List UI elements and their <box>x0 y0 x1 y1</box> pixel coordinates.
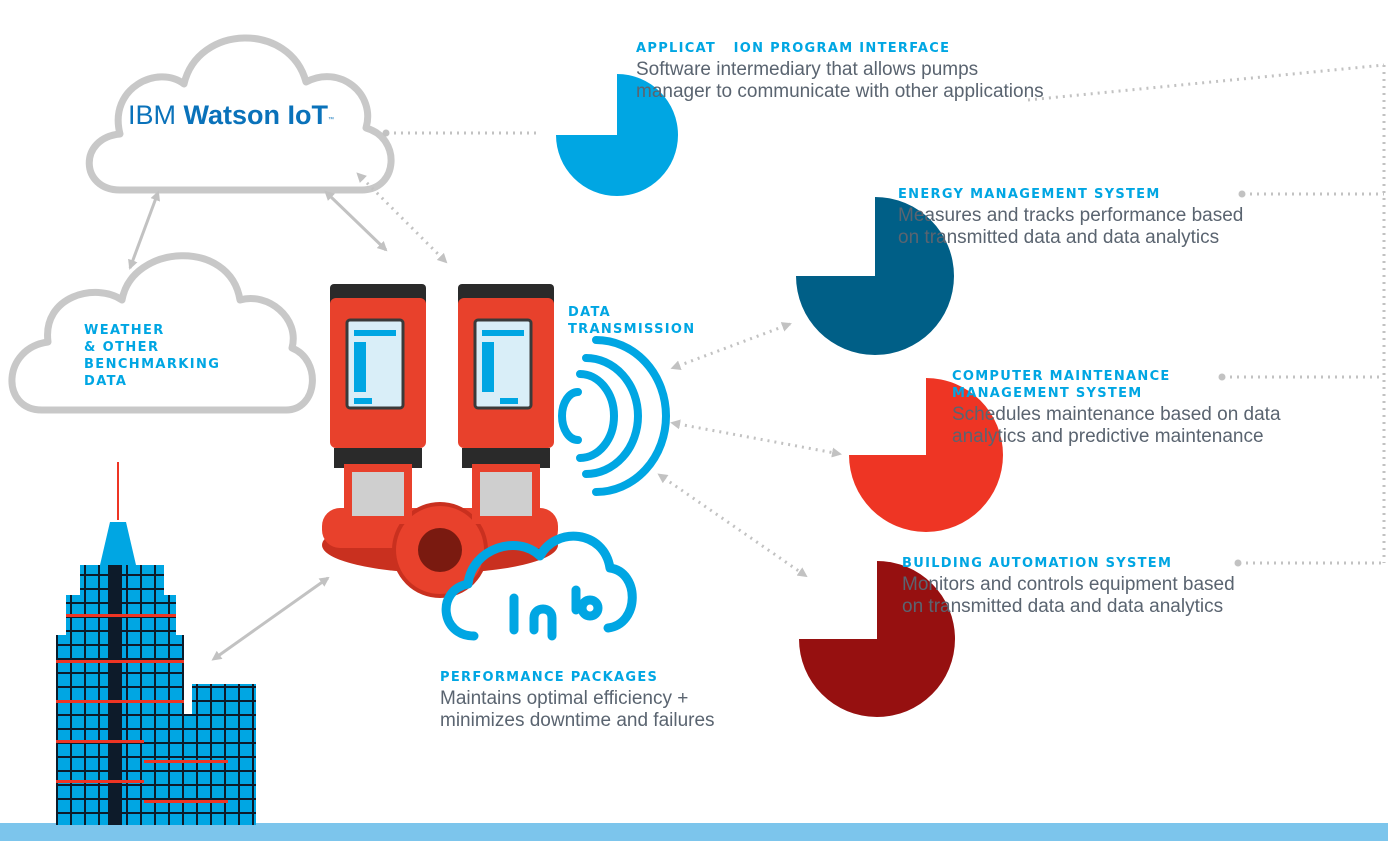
brand-name: Watson IoT <box>183 100 329 130</box>
building-pump-arrow <box>211 576 330 661</box>
automation-bracket-dot <box>1234 559 1242 567</box>
maintenance-link-arrow <box>670 419 842 458</box>
skyscraper-icon <box>56 462 256 825</box>
automation-heading: BUILDING AUTOMATION SYSTEM <box>902 556 1173 571</box>
api-link-dot <box>382 129 390 137</box>
ibm-cloud-icon <box>85 34 395 194</box>
weather-line-2: & OTHER <box>84 340 160 355</box>
transmission-line-1: DATA <box>568 305 611 320</box>
performance-description-line-2: minimizes downtime and failures <box>440 710 715 731</box>
api-pie-icon <box>556 74 678 196</box>
brand-prefix: IBM <box>128 100 177 130</box>
maintenance-bracket-dot <box>1218 373 1226 381</box>
ground-strip <box>0 823 1388 841</box>
api-description-line-2: manager to communicate with other applic… <box>636 81 1044 102</box>
automation-block: BUILDING AUTOMATION SYSTEM Monitors and … <box>902 555 1235 618</box>
cloud-pump-arrow <box>324 190 388 252</box>
brand-trademark: ™ <box>328 117 335 123</box>
energy-description-line-1: Measures and tracks performance based <box>898 205 1244 226</box>
ibm-watson-brand: IBM Watson IoT™ <box>128 100 334 135</box>
performance-heading: PERFORMANCE PACKAGES <box>440 670 659 685</box>
energy-link-arrow <box>670 322 792 370</box>
automation-pie-icon <box>799 561 955 717</box>
weather-cloud-icon <box>8 252 316 414</box>
clouds-link-arrow <box>128 190 160 270</box>
api-block: APPLICAT ION PROGRAM INTERFACE Software … <box>636 40 1044 103</box>
data-transmission-label: DATA TRANSMISSION <box>568 304 695 338</box>
wireless-signal-icon <box>558 336 670 496</box>
automation-link-arrow <box>657 473 808 578</box>
maintenance-pie-icon <box>849 378 1003 532</box>
maintenance-description-line-2: analytics and predictive maintenance <box>952 426 1264 447</box>
automation-description-line-2: on transmitted data and data analytics <box>902 596 1224 617</box>
performance-block: PERFORMANCE PACKAGES Maintains optimal e… <box>440 669 715 732</box>
energy-heading: ENERGY MANAGEMENT SYSTEM <box>898 187 1161 202</box>
maintenance-heading-line-1: COMPUTER MAINTENANCE <box>952 369 1171 384</box>
api-description-line-1: Software intermediary that allows pumps <box>636 59 979 80</box>
maintenance-block: COMPUTER MAINTENANCE MANAGEMENT SYSTEM S… <box>952 368 1281 448</box>
bracket-top-line <box>1027 63 1385 102</box>
weather-line-1: WEATHER <box>84 323 165 338</box>
maintenance-heading-line-2: MANAGEMENT SYSTEM <box>952 386 1143 401</box>
cloud-connection-icon <box>441 531 637 641</box>
performance-description-line-1: Maintains optimal efficiency + <box>440 688 689 709</box>
maintenance-description-line-1: Schedules maintenance based on data <box>952 404 1281 425</box>
weather-line-4: DATA <box>84 374 128 389</box>
weather-line-3: BENCHMARKING <box>84 357 221 372</box>
cloud-pump-dotted-arrow <box>356 172 448 264</box>
transmission-line-2: TRANSMISSION <box>568 322 696 337</box>
dual-pump-icon <box>322 284 558 598</box>
energy-block: ENERGY MANAGEMENT SYSTEM Measures and tr… <box>898 186 1243 249</box>
energy-description-line-2: on transmitted data and data analytics <box>898 227 1220 248</box>
api-heading: APPLICAT ION PROGRAM INTERFACE <box>636 41 951 56</box>
automation-description-line-1: Monitors and controls equipment based <box>902 574 1235 595</box>
energy-pie-icon <box>796 197 954 355</box>
weather-cloud-label: WEATHER & OTHER BENCHMARKING DATA <box>84 322 220 390</box>
energy-bracket-dot <box>1238 190 1246 198</box>
